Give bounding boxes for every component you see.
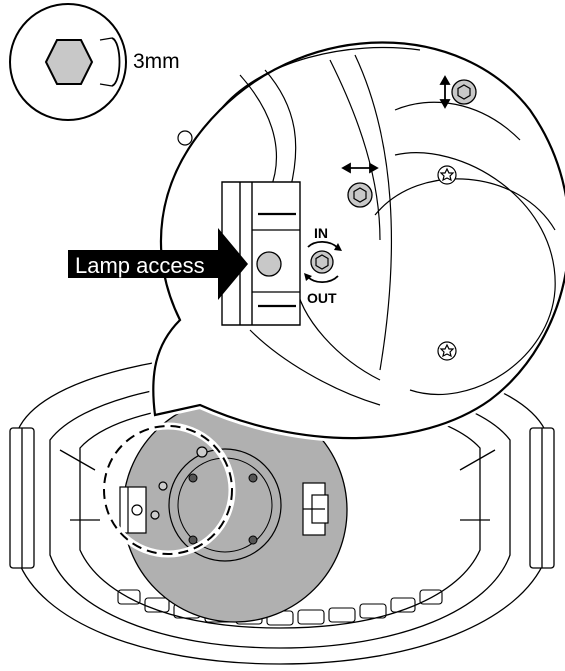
left-latch (119, 446, 208, 534)
horizontal-arrow-icon (341, 162, 379, 174)
lamp-plate (122, 397, 348, 623)
latch-magnified (221, 181, 301, 326)
horizontal-adjust-screw (347, 182, 373, 208)
magnified-view (149, 38, 565, 443)
rotate-out-icon (307, 275, 339, 284)
vertical-arrow-icon (439, 75, 451, 109)
torx-screw-icon (437, 341, 457, 361)
rotate-in-icon (307, 240, 339, 249)
plate-screw (188, 473, 198, 483)
lamp-access-pointer (68, 228, 248, 300)
hex-key-icon (44, 39, 94, 85)
out-label: OUT (307, 290, 337, 306)
vertical-adjust-screw (451, 79, 477, 105)
hex-size-label: 3mm (133, 50, 180, 73)
plate-screw (248, 473, 258, 483)
hex-key-inset (9, 3, 127, 121)
torx-screw-icon (437, 165, 457, 185)
plate-screw (248, 535, 258, 545)
plate-screw (188, 535, 198, 545)
lamp-access-label: Lamp access (75, 253, 205, 278)
lamp-access-screw (256, 251, 282, 277)
in-label: IN (314, 225, 328, 241)
right-latch (302, 482, 329, 536)
focus-screw (310, 250, 334, 274)
